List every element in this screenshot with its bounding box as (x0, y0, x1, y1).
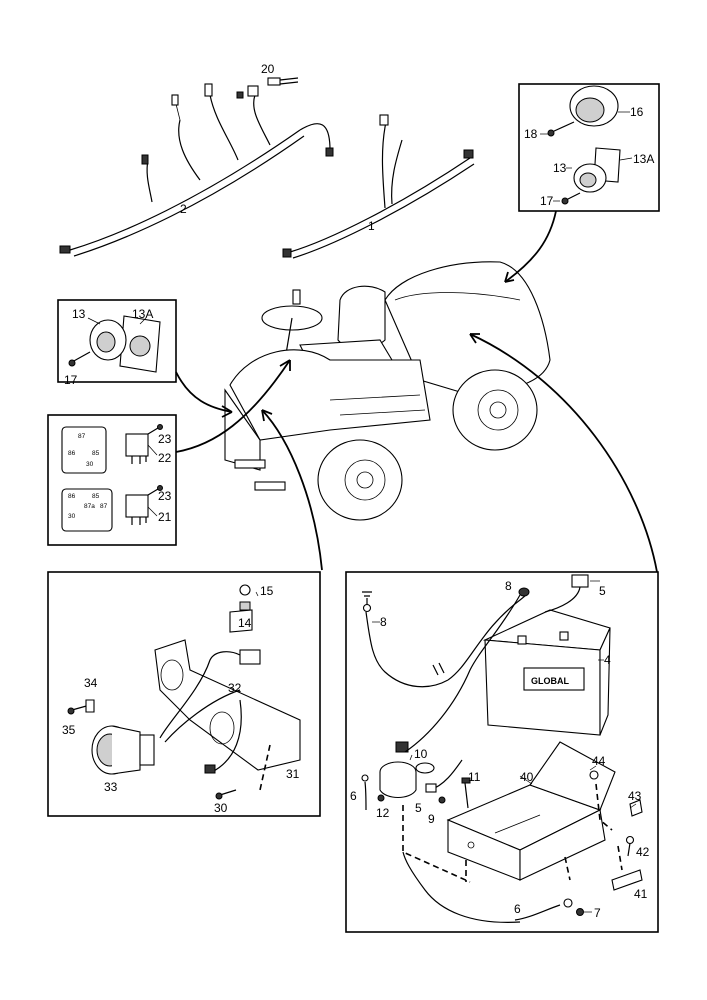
connector-20 (267, 77, 299, 86)
callout-13A-top-right: 13A (633, 152, 654, 166)
callout-8-cable: 8 (380, 615, 387, 629)
relay-21-t87: 87 (100, 503, 108, 510)
callout-33: 33 (104, 780, 118, 794)
callout-21: 21 (158, 510, 172, 524)
callout-box-top-right (518, 83, 660, 212)
relay-22-t86: 86 (68, 450, 76, 457)
callout-18: 18 (524, 127, 538, 141)
relay-21-t85: 85 (92, 493, 100, 500)
callout-16: 16 (630, 105, 644, 119)
callout-22: 22 (158, 451, 172, 465)
wiring-harness-2 (59, 83, 334, 257)
callout-40: 40 (520, 770, 534, 784)
callout-5-bottom: 5 (415, 801, 422, 815)
arrow-light-box-to-tractor (261, 409, 323, 571)
callout-10: 10 (414, 747, 428, 761)
callout-box-lights (47, 571, 321, 817)
callout-42: 42 (636, 845, 650, 859)
relay-21-t87a: 87a (84, 503, 95, 510)
arrow-left-box-to-tractor (175, 371, 233, 413)
callout-20: 20 (261, 62, 275, 76)
callout-12: 12 (376, 806, 390, 820)
battery-brand-label: GLOBAL (531, 676, 569, 686)
callout-34: 34 (84, 676, 98, 690)
callout-15: 15 (260, 584, 274, 598)
callout-5-top: 5 (599, 584, 606, 598)
relay-21-diagram-labels: 86 85 87a 87 30 (68, 493, 108, 520)
callout-35: 35 (62, 723, 76, 737)
callout-44: 44 (592, 754, 606, 768)
callout-6-top: 6 (350, 789, 357, 803)
callout-23-bottom: 23 (158, 489, 172, 503)
callout-13-top-right: 13 (553, 161, 567, 175)
callout-43: 43 (628, 789, 642, 803)
callout-8-terminal: 8 (505, 579, 512, 593)
callout-31: 31 (286, 767, 300, 781)
relay-22-diagram-labels: 87 86 85 30 (68, 433, 100, 468)
callout-box-left-socket (57, 299, 177, 383)
wiring-harness-1 (282, 114, 475, 259)
relay-22-t85: 85 (92, 450, 100, 457)
arrow-battery-box-to-tractor (469, 333, 658, 573)
relay-22-t87: 87 (78, 433, 86, 440)
callout-30: 30 (214, 801, 228, 815)
callout-13-left: 13 (72, 307, 86, 321)
callout-numbers: 1 2 20 16 18 13 13A 17 13 13A 17 23 22 2… (62, 62, 654, 920)
relay-21-t30: 30 (68, 513, 76, 520)
callout-14: 14 (238, 616, 252, 630)
callout-6-bottom: 6 (514, 902, 521, 916)
tractor-illustration (224, 261, 551, 521)
callout-41: 41 (634, 887, 648, 901)
callout-17-left: 17 (64, 373, 78, 387)
arrow-top-right-box-to-tractor (504, 210, 557, 283)
callout-23-top: 23 (158, 432, 172, 446)
callout-17-top-right: 17 (540, 194, 554, 208)
relay-21-t86: 86 (68, 493, 76, 500)
callout-32: 32 (228, 681, 242, 695)
callout-11: 11 (468, 770, 481, 784)
callout-13A-left: 13A (132, 307, 153, 321)
arrow-relay-box-to-tractor (175, 359, 291, 453)
callout-4: 4 (604, 653, 611, 667)
callout-box-relays (47, 414, 177, 546)
callout-9: 9 (428, 812, 435, 826)
callout-2: 2 (180, 202, 187, 216)
callout-7: 7 (594, 906, 601, 920)
callout-1: 1 (368, 219, 375, 233)
callout-box-battery (345, 571, 659, 933)
relay-22-t30: 30 (86, 461, 94, 468)
